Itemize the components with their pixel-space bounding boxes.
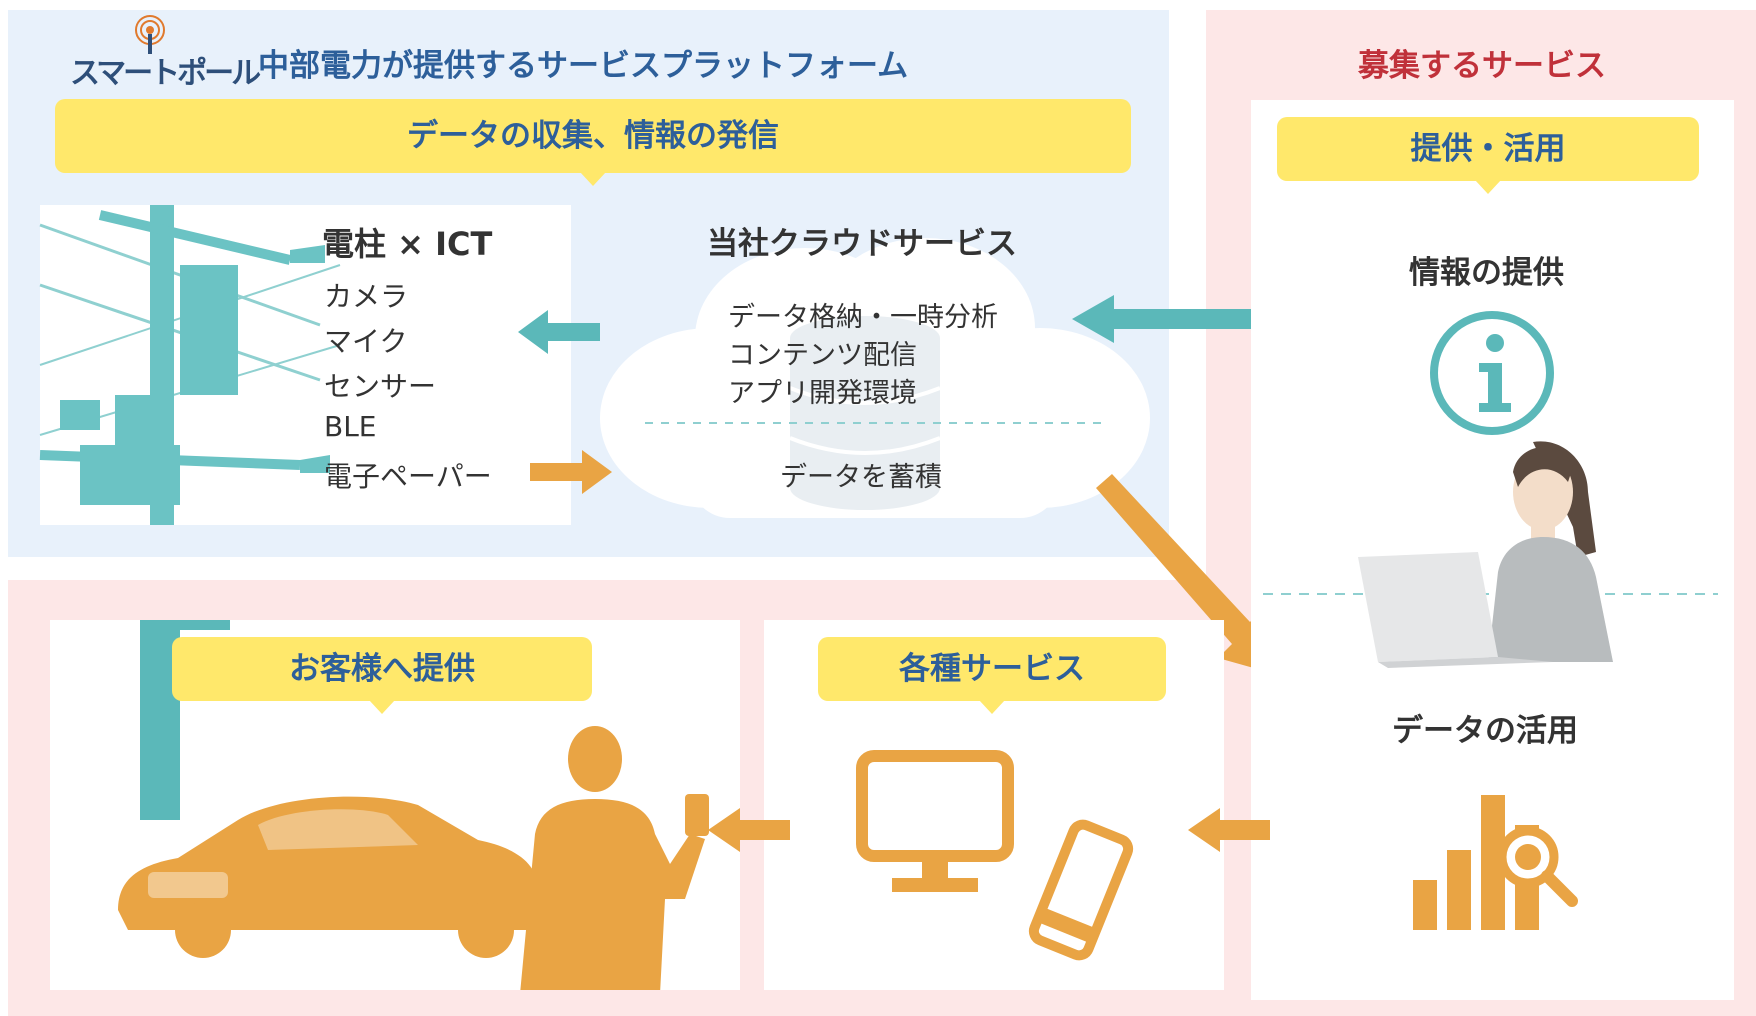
pole-item-sensor: センサー bbox=[324, 370, 437, 403]
car-illustration bbox=[118, 796, 538, 958]
data-banner-label: データの収集、情報の発信 bbox=[407, 118, 779, 154]
info-heading: 情報の提供 bbox=[1409, 255, 1564, 291]
logo-text: スマートポール bbox=[70, 56, 261, 91]
data-banner: データの収集、情報の発信 bbox=[55, 99, 1131, 186]
platform-title: 中部電力が提供するサービスプラットフォーム bbox=[258, 48, 909, 84]
provide-use-label: 提供・活用 bbox=[1410, 131, 1566, 167]
arrow-pole-to-cloud bbox=[530, 450, 612, 494]
services-banner-label: 各種サービス bbox=[899, 651, 1085, 687]
customer-banner-label: お客様へ提供 bbox=[289, 651, 475, 687]
pole-illustration bbox=[39, 205, 341, 525]
pole-item-camera: カメラ bbox=[324, 280, 409, 313]
cloud-line-storage: データ格納・一時分析 bbox=[728, 302, 998, 333]
smartphone-icon bbox=[1028, 819, 1134, 961]
database-icon bbox=[790, 316, 940, 510]
cloud-line-appdev: アプリ開発環境 bbox=[728, 378, 917, 409]
arrow-recruit-to-cloud bbox=[1072, 295, 1340, 343]
info-icon bbox=[1430, 311, 1554, 435]
cloud-line-content: コンテンツ配信 bbox=[728, 340, 917, 371]
pole-heading: 電柱 × ICT bbox=[322, 225, 493, 263]
provide-use-banner: 提供・活用 bbox=[1277, 117, 1699, 194]
customer-banner: お客様へ提供 bbox=[172, 637, 592, 714]
pole-item-epaper: 電子ペーパー bbox=[324, 460, 492, 493]
arrow-cloud-to-data bbox=[1096, 474, 1282, 676]
pole-item-mic: マイク bbox=[324, 325, 408, 358]
antenna-icon bbox=[135, 15, 165, 54]
arrow-services-to-customer bbox=[708, 808, 790, 852]
arrow-cloud-to-pole bbox=[518, 310, 600, 354]
cloud-title: 当社クラウドサービス bbox=[707, 226, 1017, 262]
monitor-icon bbox=[856, 750, 1014, 892]
pole-card: 電柱 × ICT カメラ マイク センサー BLE 電子ペーパー bbox=[39, 205, 571, 525]
data-heading: データの活用 bbox=[1392, 713, 1578, 749]
cloud-storage-label: データを蓄積 bbox=[780, 462, 942, 493]
arrow-data-to-services bbox=[1188, 808, 1270, 852]
services-banner: 各種サービス bbox=[818, 637, 1166, 714]
businessman-phone-illustration bbox=[520, 726, 709, 990]
woman-laptop-illustration bbox=[1263, 441, 1718, 668]
pole-item-ble: BLE bbox=[324, 410, 377, 443]
cloud-icon bbox=[600, 238, 1150, 518]
bar-chart-search-icon bbox=[1413, 795, 1578, 930]
customer-card bbox=[50, 620, 740, 990]
recruit-title: 募集するサービス bbox=[1358, 48, 1606, 84]
